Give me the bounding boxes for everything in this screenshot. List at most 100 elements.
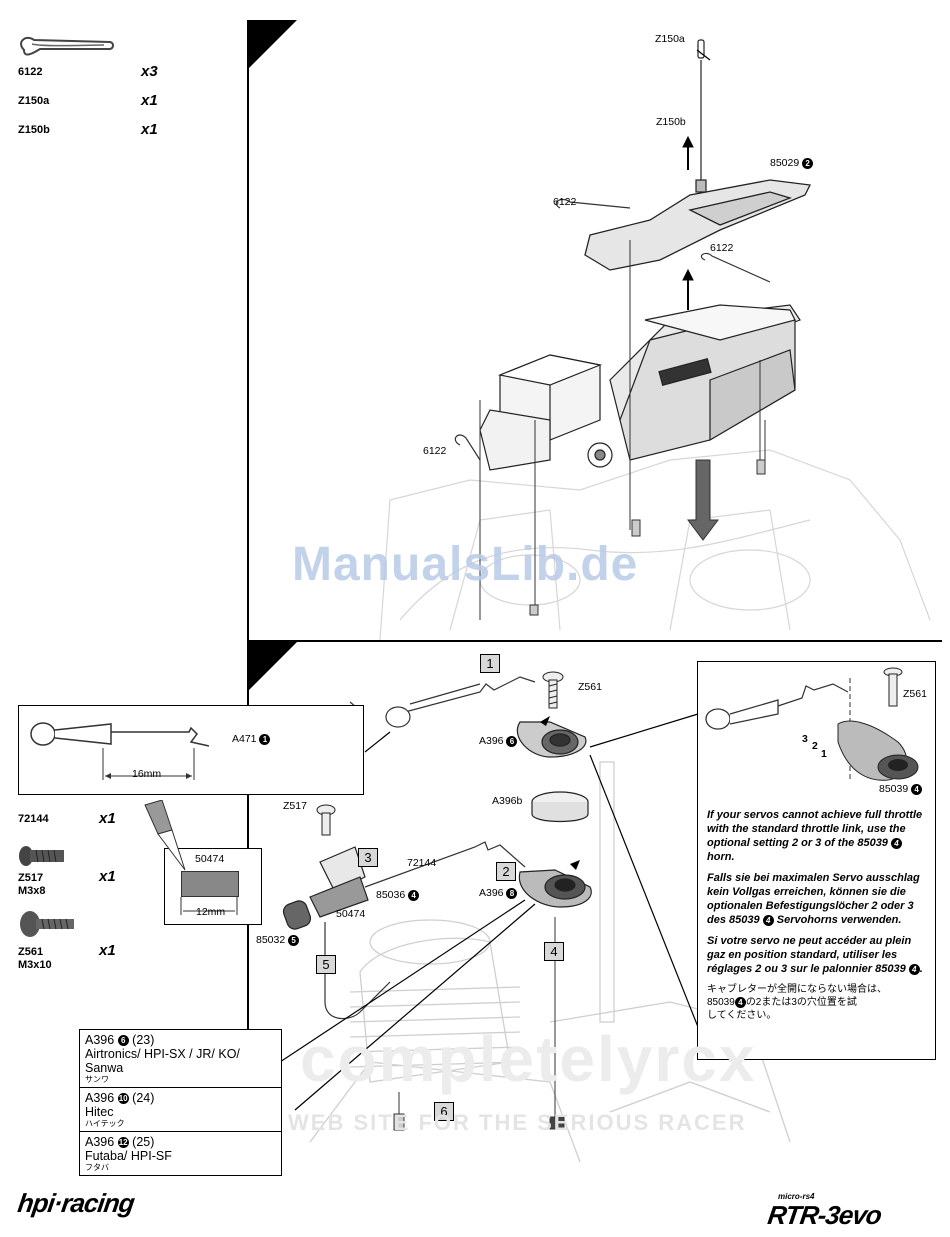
setting-notes: If your servos cannot achieve full throt… xyxy=(707,808,929,1029)
part-quantity: x1 xyxy=(99,942,116,959)
label-a471-part: A471 xyxy=(232,733,257,745)
label-50474: 50474 xyxy=(336,908,366,920)
label-85032-part: 85032 xyxy=(256,934,286,946)
label-z561: Z561 xyxy=(578,681,602,693)
section-marker-top xyxy=(249,20,297,68)
circled-number: 4 xyxy=(908,963,920,975)
part-quantity: x1 xyxy=(99,810,116,827)
note-de-end: Servohorns verwenden. xyxy=(776,914,902,926)
section-marker-bottom xyxy=(249,642,297,690)
label-6122-a: 6122 xyxy=(553,196,577,208)
servo-setting: (25) xyxy=(132,1135,155,1149)
label-a396-8: A396 8 xyxy=(479,887,518,899)
note-jp-line: の2または3の穴位置を試 xyxy=(745,997,857,1008)
label-a471: A471 1 xyxy=(232,733,271,745)
part-quantity: x3 xyxy=(141,63,158,80)
rtr3-evo-logo: RTR-3evo xyxy=(765,1200,884,1230)
part-number: Z561 xyxy=(18,946,44,958)
note-en-text: If your servos cannot achieve full throt… xyxy=(707,809,923,849)
note-english: If your servos cannot achieve full throt… xyxy=(707,808,929,864)
part-quantity: x1 xyxy=(141,92,158,109)
setting-1-label: 1 xyxy=(821,748,827,760)
servo-setting: (24) xyxy=(132,1091,155,1105)
label-85039-part: 85039 xyxy=(879,783,909,795)
servo-part: A396 xyxy=(85,1033,115,1047)
part-number: 72144 xyxy=(18,813,49,825)
label-72144: 72144 xyxy=(407,857,437,869)
circled-number: 12 xyxy=(117,1137,129,1149)
circled-number: 4 xyxy=(762,914,774,926)
label-a396-part: A396 xyxy=(479,887,504,899)
servo-brand-kana: ハイテック xyxy=(85,1119,125,1128)
parts-row: 6122 x3 xyxy=(18,63,218,94)
down-arrow-icon xyxy=(687,459,719,541)
label-6122-c: 6122 xyxy=(423,445,447,457)
parts-bottom-list: 72144 x1 xyxy=(18,808,248,838)
servo-brand-kana: フタバ xyxy=(85,1163,109,1172)
ball-end-dimension-box: 16mm xyxy=(18,705,364,795)
step-1-badge: 1 xyxy=(480,654,500,673)
screw-z561-icon xyxy=(20,911,74,937)
label-6122-b: 6122 xyxy=(710,242,734,254)
dimension-16mm: 16mm xyxy=(132,768,162,780)
parts-row: Z150b x1 xyxy=(18,121,218,152)
label-85029-number: 85029 xyxy=(770,157,800,169)
screw-z517-icon xyxy=(19,846,64,866)
part-size: M3x10 xyxy=(18,959,52,971)
circled-number: 1 xyxy=(259,733,271,745)
setting-2-label: 2 xyxy=(812,740,818,752)
part-quantity: x1 xyxy=(141,121,158,138)
part-number: Z150a xyxy=(18,95,50,107)
servo-table-row: A396 10 (24) Hitec ハイテック xyxy=(80,1088,281,1132)
note-french: Si votre servo ne peut accéder au plein … xyxy=(707,934,929,976)
circled-number: 4 xyxy=(891,837,902,849)
label-85036: 85036 4 xyxy=(376,889,420,901)
part-number: Z517 xyxy=(18,872,44,884)
part-number: 6122 xyxy=(18,66,43,78)
circled-number: 8 xyxy=(506,887,518,899)
hobby-knife-icon xyxy=(144,800,186,871)
step-6-badge: 6 xyxy=(434,1102,454,1121)
servo-brand: Hitec xyxy=(85,1105,114,1119)
setting-3-label: 3 xyxy=(802,733,808,745)
label-50474-box: 50474 xyxy=(195,853,225,865)
note-fr-text: Si votre servo ne peut accéder au plein … xyxy=(707,935,912,975)
note-jp-line: してください。 xyxy=(707,1010,777,1021)
label-85036-part: 85036 xyxy=(376,889,406,901)
step-3-badge: 3 xyxy=(358,848,378,867)
step-2-badge: 2 xyxy=(496,862,516,881)
note-jp-line: キャブレターが全開にならない場合は、 xyxy=(707,984,887,995)
ball-end-rod-icon xyxy=(30,722,210,780)
clip-6122-icon xyxy=(18,32,118,65)
circled-number: 10 xyxy=(117,1093,129,1105)
circled-number: 5 xyxy=(288,934,300,946)
servo-part: A396 xyxy=(85,1091,115,1105)
circled-number: 6 xyxy=(117,1035,129,1047)
servo-horn-table: A396 6 (23) Airtronics/ HPI-SX / JR/ KO/… xyxy=(79,1029,282,1176)
servo-table-row: A396 12 (25) Futaba/ HPI-SF フタバ xyxy=(80,1132,281,1175)
circled-number: 2 xyxy=(802,157,814,169)
hpi-racing-logo: hpi·racing xyxy=(15,1188,136,1218)
note-en-end: horn. xyxy=(707,851,735,863)
note-german: Falls sie bei maximalen Servo ausschlag … xyxy=(707,871,929,927)
note-fr-end: . xyxy=(919,963,923,975)
note-jp-line: 85039 xyxy=(707,997,735,1008)
label-z150b: Z150b xyxy=(656,116,686,128)
parts-row: Z150a x1 xyxy=(18,92,218,123)
throttle-linkage-diagram xyxy=(250,671,791,1162)
label-z517: Z517 xyxy=(283,800,307,812)
watermark-completely-rcx: completelyrcx xyxy=(300,1023,757,1095)
model-subtitle: micro-rs4 xyxy=(778,1192,815,1201)
label-a396-part: A396 xyxy=(479,735,504,747)
servo-table-row: A396 6 (23) Airtronics/ HPI-SX / JR/ KO/… xyxy=(80,1030,281,1088)
part-number: Z150b xyxy=(18,124,50,136)
label-a396b: A396b xyxy=(492,795,523,807)
step-5-badge: 5 xyxy=(316,955,336,974)
watermark-subtitle: WEB SITE FOR THE SERIOUS RACER xyxy=(288,1110,747,1135)
part-size: M3x8 xyxy=(18,885,46,897)
circled-number: 6 xyxy=(506,735,518,747)
optional-setting-inset: Z561 3 2 1 85039 4 If your servos cannot… xyxy=(697,661,936,1060)
circled-number: 4 xyxy=(911,783,923,795)
